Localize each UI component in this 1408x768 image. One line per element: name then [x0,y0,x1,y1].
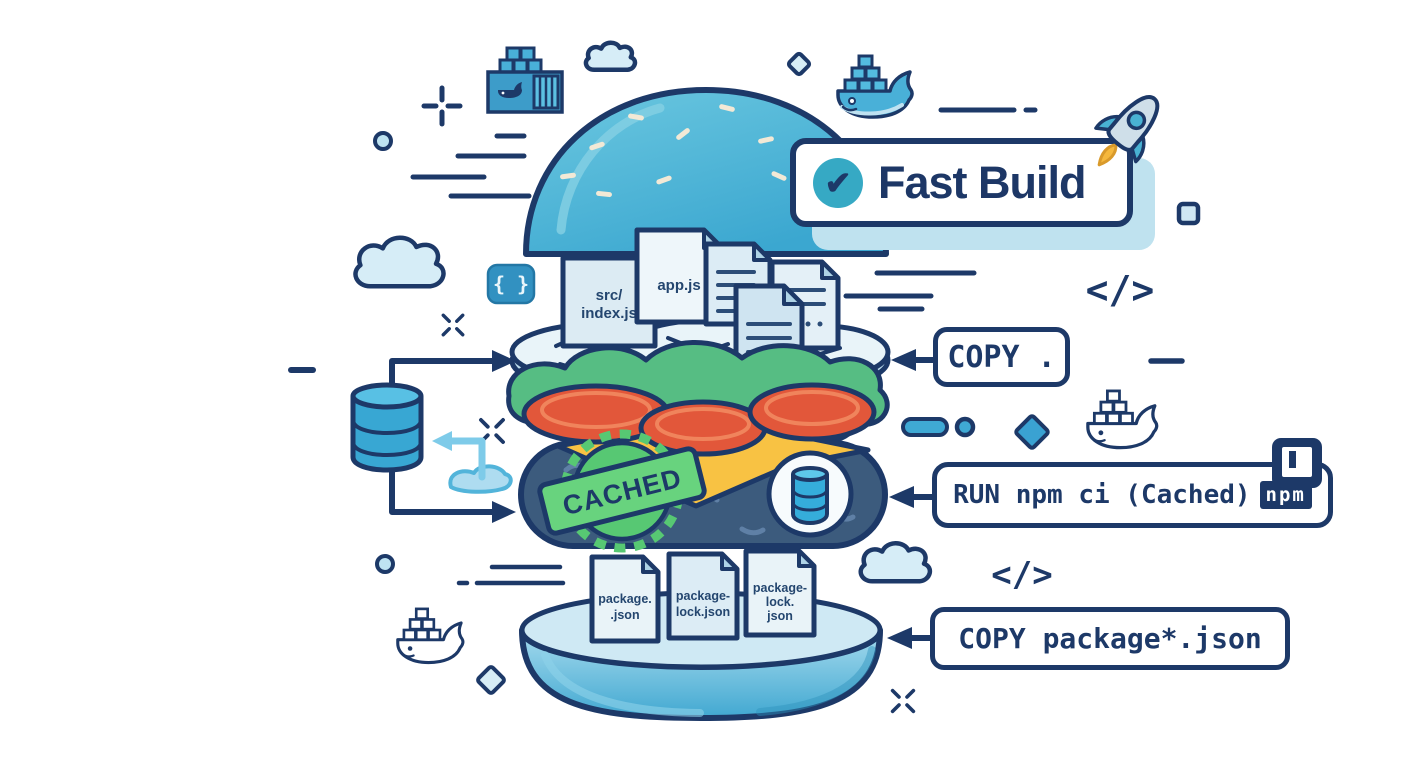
dot-decoration [954,416,976,438]
cache-pipe-arrows [389,358,495,515]
cache-return-arrow [432,431,513,494]
run-npm-text: RUN npm ci (Cached) [953,480,1251,510]
diamond-icon [1014,414,1050,450]
crosshair-icon [421,85,463,127]
package-lock-file: package- lock.json [666,551,740,641]
code-slash-icon: </> [1086,268,1155,312]
svg-text:lock.json: lock.json [676,605,730,619]
arrow-head [492,350,516,372]
copy-all-label: COPY . [933,327,1070,387]
arrow-head [891,349,916,371]
cloud-icon [355,238,443,286]
docker-whale-icon [836,54,914,119]
npm-logo-icon [1272,438,1322,488]
mini-whale-icon [498,82,522,98]
svg-text:src/: src/ [596,287,624,304]
speed-lines [410,133,532,199]
dot-decoration [373,131,393,151]
fast-build-banner: ✔ Fast Build [790,138,1133,227]
pill-decoration [901,417,949,437]
banner-title: Fast Build [878,156,1087,208]
run-npm-label: RUN npm ci (Cached) npm [932,462,1333,528]
copy-pkg-text: COPY package*.json [958,622,1262,655]
svg-text:json: json [766,609,793,623]
code-slash-icon: </> [991,555,1052,595]
rocket-icon [1094,95,1160,167]
cloud-icon [584,40,637,72]
label-arrows [909,357,936,641]
package-json-file: package. .json [589,554,661,644]
cached-stamp: CACHED [537,429,707,553]
svg-text:package-: package- [676,589,730,603]
arrow-head [889,486,914,508]
dash-lines-right-of-files [843,270,977,312]
svg-text:app.js: app.js [657,277,700,294]
square-decoration [1176,201,1201,226]
diamond-icon [476,665,506,695]
sesame-seeds [560,104,787,198]
svg-text:package-: package- [753,581,807,595]
arrow-head [492,501,516,523]
svg-text:lock.: lock. [766,595,795,609]
npm-logo-letter [1289,451,1296,468]
copy-all-text: COPY . [947,339,1056,375]
sparkle-icon [441,313,465,337]
braces-chip: { } [486,263,536,305]
docker-whale-outline-icon [1086,389,1159,450]
dot-decoration [375,554,395,574]
sparkle-icon [890,688,916,714]
arrow-head [887,627,912,649]
copy-pkg-label: COPY package*.json [930,607,1290,670]
check-icon: ✔ [824,164,852,201]
cloud-icon [861,543,930,581]
docker-whale-outline-icon [396,607,465,665]
docker-container-icon [486,46,564,114]
npm-logo-square [1282,447,1312,477]
speed-lines [456,564,566,586]
check-circle: ✔ [813,157,863,208]
braces-icon: { } [493,272,529,296]
db-cache-icon [766,450,854,538]
tomato-slice [747,382,877,442]
diamond-icon [786,51,812,77]
database-icon [350,382,424,473]
svg-text:package.: package. [598,592,652,606]
package-lock-file: package- lock. json [743,548,817,638]
svg-text:index.js: index.js [581,305,637,322]
svg-text:.json: .json [610,608,639,622]
